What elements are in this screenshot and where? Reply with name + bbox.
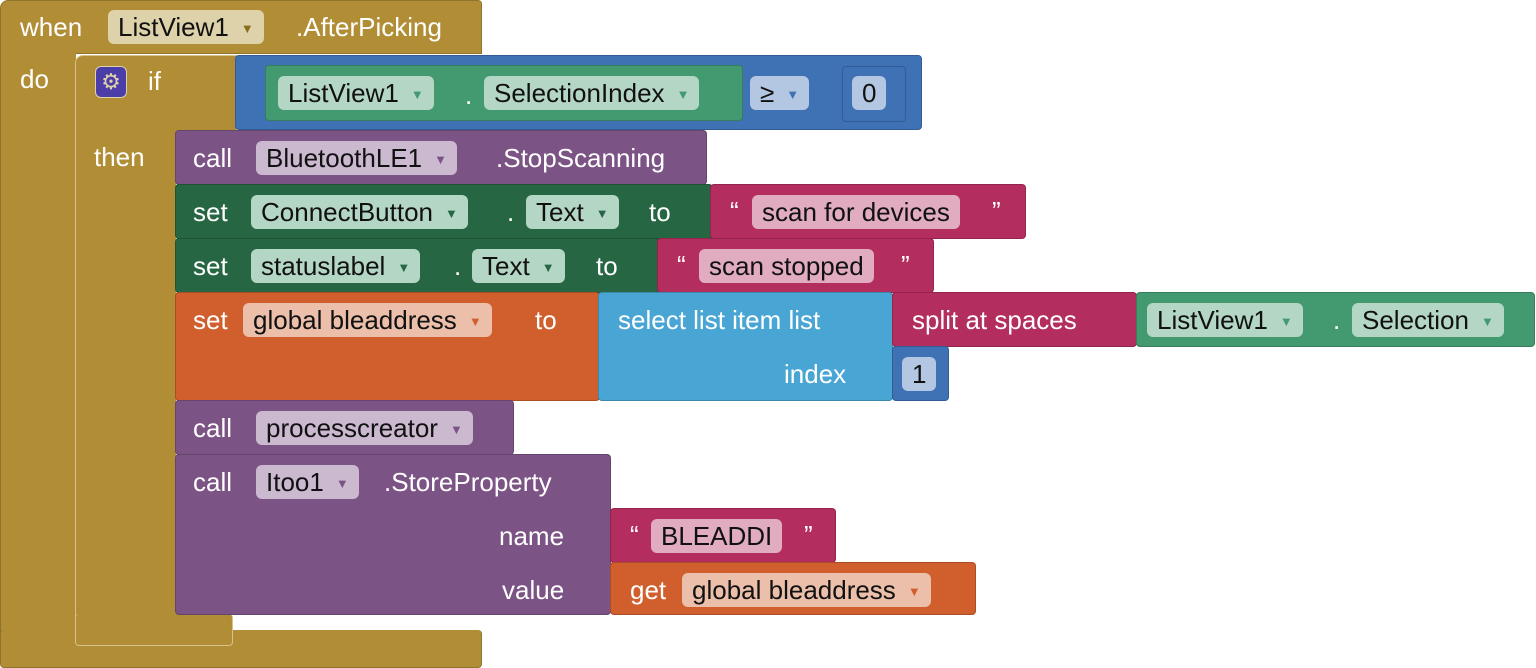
set2-property: Text bbox=[482, 251, 530, 281]
text-field[interactable]: scan for devices bbox=[752, 195, 960, 229]
text-field[interactable]: BLEADDI bbox=[651, 519, 783, 553]
set-label: set bbox=[193, 197, 228, 227]
text-field[interactable]: scan stopped bbox=[699, 249, 874, 283]
dropdown-arrow-icon: ▼ bbox=[676, 87, 690, 103]
dropdown-arrow-icon: ▼ bbox=[595, 206, 609, 222]
call-label: call bbox=[193, 467, 233, 497]
dropdown-arrow-icon: ▼ bbox=[1279, 314, 1293, 330]
select-list-item-label: select list item list bbox=[618, 305, 821, 335]
name-label: name bbox=[499, 521, 565, 551]
quote-label: “ bbox=[630, 520, 639, 550]
event-name: .AfterPicking bbox=[296, 12, 442, 42]
if-block-body bbox=[75, 129, 176, 629]
dropdown-arrow-icon: ▼ bbox=[468, 314, 482, 330]
condition-property: SelectionIndex bbox=[494, 78, 665, 108]
quote-label: ” bbox=[992, 196, 1001, 226]
split-at-spaces-block[interactable] bbox=[892, 292, 1137, 347]
dropdown-arrow-icon: ▼ bbox=[449, 422, 463, 438]
get-variable-dropdown[interactable]: global bleaddress ▼ bbox=[682, 573, 931, 607]
event-block-body bbox=[0, 52, 76, 652]
call-label: call bbox=[193, 413, 233, 443]
quote-label: “ bbox=[677, 250, 686, 280]
do-label: do bbox=[20, 64, 49, 94]
stop-component: BluetoothLE1 bbox=[266, 143, 423, 173]
to-label: to bbox=[649, 197, 671, 227]
method-label: .StoreProperty bbox=[384, 467, 552, 497]
if-block-bottom bbox=[75, 614, 233, 646]
quote-label: ” bbox=[901, 250, 910, 280]
dot-label: . bbox=[1333, 305, 1341, 335]
variable-dropdown[interactable]: global bleaddress ▼ bbox=[243, 303, 492, 337]
dropdown-arrow-icon: ▼ bbox=[335, 476, 349, 492]
set-label: set bbox=[193, 305, 228, 335]
event-component: ListView1 bbox=[118, 12, 229, 42]
when-label: when bbox=[20, 12, 83, 42]
set3-property-dropdown[interactable]: Selection ▼ bbox=[1352, 303, 1504, 337]
operator-dropdown[interactable]: ≥▼ bbox=[750, 76, 810, 110]
set2-property-dropdown[interactable]: Text ▼ bbox=[472, 249, 565, 283]
method-label: .StopScanning bbox=[496, 143, 666, 173]
quote-label: ” bbox=[804, 520, 813, 550]
procedure-dropdown[interactable]: processcreator ▼ bbox=[256, 411, 473, 445]
set1-component: ConnectButton bbox=[261, 197, 434, 227]
event-component-dropdown[interactable]: ListView1 ▼ bbox=[108, 10, 264, 44]
set3-component: ListView1 bbox=[1157, 305, 1268, 335]
select-list-item-block[interactable] bbox=[598, 292, 893, 401]
to-label: to bbox=[596, 251, 618, 281]
gear-icon[interactable]: ⚙ bbox=[95, 66, 127, 98]
split-label: split at spaces bbox=[912, 305, 1077, 335]
procedure-name: processcreator bbox=[266, 413, 438, 443]
condition-component-dropdown[interactable]: ListView1 ▼ bbox=[278, 76, 434, 110]
variable-name: global bleaddress bbox=[692, 575, 896, 605]
value-label: value bbox=[502, 575, 565, 605]
call-storeproperty-block[interactable] bbox=[175, 454, 611, 615]
dropdown-arrow-icon: ▼ bbox=[240, 21, 254, 37]
variable-name: global bleaddress bbox=[253, 305, 457, 335]
quote-label: “ bbox=[730, 196, 739, 226]
dropdown-arrow-icon: ▼ bbox=[434, 152, 448, 168]
set1-property-dropdown[interactable]: Text ▼ bbox=[526, 195, 619, 229]
set-label: set bbox=[193, 251, 228, 281]
dot-label: . bbox=[507, 197, 515, 227]
number-field[interactable]: 0 bbox=[852, 76, 887, 110]
condition-component: ListView1 bbox=[288, 78, 399, 108]
then-label: then bbox=[94, 142, 145, 172]
operator: ≥ bbox=[760, 78, 775, 108]
event-block-bottom bbox=[0, 630, 482, 668]
store-component: Itoo1 bbox=[266, 467, 324, 497]
set1-component-dropdown[interactable]: ConnectButton ▼ bbox=[251, 195, 468, 229]
dot-label: . bbox=[465, 80, 473, 110]
dropdown-arrow-icon: ▼ bbox=[907, 584, 921, 600]
set1-property: Text bbox=[536, 197, 584, 227]
dropdown-arrow-icon: ▼ bbox=[410, 87, 424, 103]
condition-property-dropdown[interactable]: SelectionIndex ▼ bbox=[484, 76, 700, 110]
to-label: to bbox=[535, 305, 557, 335]
dropdown-arrow-icon: ▼ bbox=[1480, 314, 1494, 330]
dropdown-arrow-icon: ▼ bbox=[445, 206, 458, 222]
get-label: get bbox=[630, 575, 667, 605]
stop-component-dropdown[interactable]: BluetoothLE1 ▼ bbox=[256, 141, 458, 175]
set3-component-dropdown[interactable]: ListView1 ▼ bbox=[1147, 303, 1303, 337]
dropdown-arrow-icon: ▼ bbox=[541, 260, 555, 276]
set3-property: Selection bbox=[1362, 305, 1469, 335]
dropdown-arrow-icon: ▼ bbox=[397, 260, 411, 276]
set2-component: statuslabel bbox=[261, 251, 386, 281]
store-component-dropdown[interactable]: Itoo1 ▼ bbox=[256, 465, 359, 499]
dropdown-arrow-icon: ▼ bbox=[786, 87, 800, 103]
if-label: if bbox=[148, 66, 161, 96]
index-label: index bbox=[784, 359, 847, 389]
index-field[interactable]: 1 bbox=[902, 357, 937, 391]
dot-label: . bbox=[454, 251, 462, 281]
call-label: call bbox=[193, 143, 233, 173]
set2-component-dropdown[interactable]: statuslabel ▼ bbox=[251, 249, 421, 283]
